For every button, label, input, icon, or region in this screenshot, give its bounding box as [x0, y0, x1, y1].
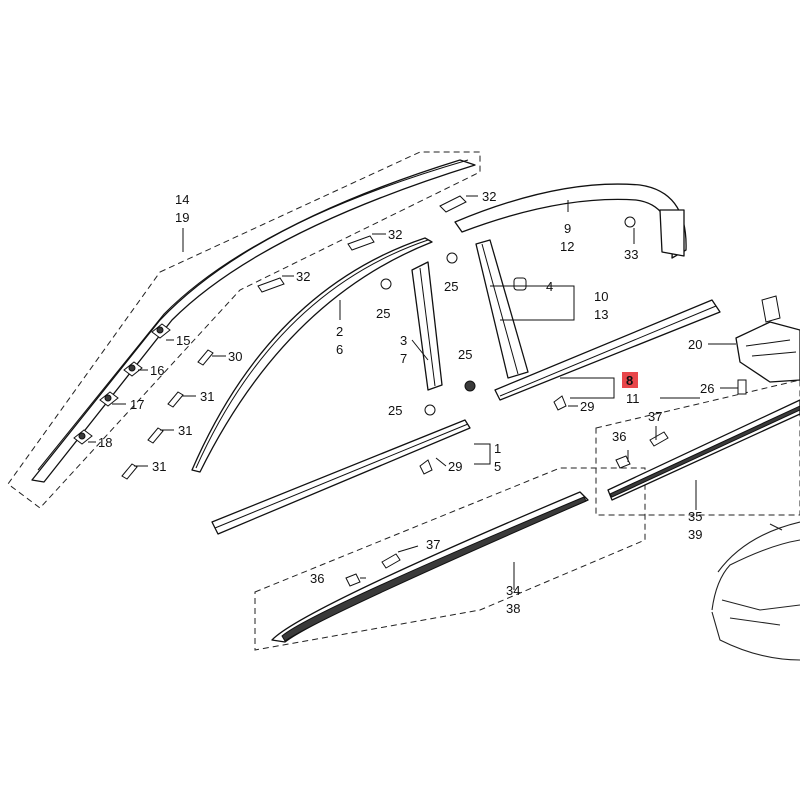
screw-25-a — [446, 252, 458, 264]
callout-25-a: 25 — [444, 279, 458, 294]
callout-26: 26 — [700, 381, 714, 396]
callout-12: 12 — [560, 239, 574, 254]
screw-25-d — [424, 404, 436, 416]
callout-17: 17 — [130, 397, 144, 412]
callout-31-bottom: 31 — [152, 459, 166, 474]
callout-10: 10 — [594, 289, 608, 304]
callout-18: 18 — [98, 435, 112, 450]
clip-30 — [197, 349, 214, 366]
roof-molding-inner-line — [37, 159, 469, 471]
bolt-26 — [737, 379, 747, 395]
callout-32-upper: 32 — [482, 189, 496, 204]
callout-16: 16 — [150, 363, 164, 378]
callout-8: 8 — [626, 373, 633, 388]
roof-molding-strip — [31, 159, 476, 483]
clip-32-middle — [347, 235, 375, 251]
callout-36-front: 36 — [310, 571, 324, 586]
screw-25-c — [464, 380, 476, 392]
rear-window-molding — [454, 183, 687, 259]
clip-31-bottom — [121, 463, 138, 480]
callout-14: 14 — [175, 192, 189, 207]
front-belt-molding — [211, 419, 471, 535]
callout-37-rear: 37 — [648, 409, 662, 424]
screw-25-b — [380, 278, 392, 290]
clip-32-lower — [257, 277, 285, 293]
frame-roof-molding — [7, 151, 481, 509]
callout-13: 13 — [594, 307, 608, 322]
callout-2: 2 — [336, 324, 343, 339]
callout-29-rear: 29 — [580, 399, 594, 414]
door-frame-molding — [191, 237, 433, 473]
callout-37-front: 37 — [426, 537, 440, 552]
clip-29-rear — [553, 395, 567, 411]
callout-38: 38 — [506, 601, 520, 616]
callout-30: 30 — [228, 349, 242, 364]
callout-7: 7 — [400, 351, 407, 366]
clip-36-rear — [615, 455, 631, 469]
clip-31-mid — [147, 427, 164, 444]
callout-25-d: 25 — [388, 403, 402, 418]
screw-33 — [624, 216, 636, 228]
fastener-group — [345, 216, 747, 587]
callout-4: 4 — [546, 279, 553, 294]
vehicle-silhouette — [711, 521, 800, 661]
leader-lines — [88, 195, 738, 590]
callout-34: 34 — [506, 583, 520, 598]
callout-33: 33 — [624, 247, 638, 262]
callout-labels: 14 19 32 32 32 9 12 33 2 6 25 25 25 25 4… — [98, 189, 714, 616]
roof-clip-group — [73, 323, 171, 445]
callout-31-mid: 31 — [178, 423, 192, 438]
frame-front-door-molding — [254, 467, 646, 651]
callout-25-b: 25 — [376, 306, 390, 321]
callout-5: 5 — [494, 459, 501, 474]
callout-39: 39 — [688, 527, 702, 542]
bracket-20 — [735, 321, 800, 383]
callout-31-top: 31 — [200, 389, 214, 404]
rear-window-molding-end — [659, 209, 685, 257]
callout-29-front: 29 — [448, 459, 462, 474]
clip-32-upper — [439, 195, 467, 213]
callout-1: 1 — [494, 441, 501, 456]
callout-11: 11 — [626, 391, 640, 406]
clip-37-front — [381, 553, 401, 569]
callout-19: 19 — [175, 210, 189, 225]
callout-9: 9 — [564, 221, 571, 236]
callout-3: 3 — [400, 333, 407, 348]
callout-6: 6 — [336, 342, 343, 357]
c-pillar-garnish-rear — [475, 239, 529, 379]
callout-36-rear: 36 — [612, 429, 626, 444]
callout-15: 15 — [176, 333, 190, 348]
callout-25-c: 25 — [458, 347, 472, 362]
callout-35: 35 — [688, 509, 702, 524]
clip-37-rear — [649, 431, 669, 447]
callout-32-lower: 32 — [296, 269, 310, 284]
callout-8-highlight — [622, 372, 638, 388]
callout-20: 20 — [688, 337, 702, 352]
callout-32-middle: 32 — [388, 227, 402, 242]
clip-29-front — [419, 459, 433, 475]
clip-31-top — [167, 391, 184, 408]
grommet-4 — [513, 277, 527, 291]
clip-36-front — [345, 573, 361, 587]
